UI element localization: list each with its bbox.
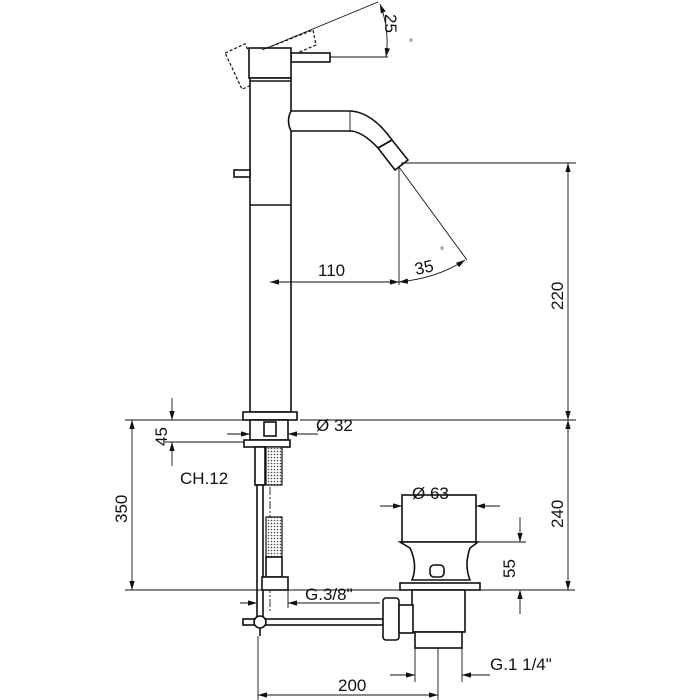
lever-angle-label: 25 <box>381 14 400 33</box>
clamp-knob <box>382 597 400 641</box>
spout-angle-unit: ° <box>440 246 444 257</box>
dimension-lines <box>125 1 576 700</box>
spout-height-label: 220 <box>548 282 567 310</box>
wrench-size-label: CH.12 <box>180 469 228 488</box>
side-pin <box>233 169 251 178</box>
spout-reach-label: 110 <box>318 261 345 280</box>
pivot <box>253 615 267 629</box>
drain-height-label: 55 <box>500 559 519 578</box>
rod-distance-label: 200 <box>338 676 366 695</box>
drain-diameter-label: Ø 63 <box>412 484 449 503</box>
body-tube <box>249 77 292 413</box>
spout-angle-label: 35 <box>413 256 435 279</box>
body-diameter-label: Ø 32 <box>316 416 353 435</box>
handle-cap <box>248 47 292 79</box>
mount-thickness-label: 45 <box>152 427 171 446</box>
drain <box>382 494 481 649</box>
below-counter-label: 240 <box>548 500 567 528</box>
drain-thread-label: G.1 1/4" <box>490 655 552 674</box>
lever-handle <box>290 52 331 63</box>
flex-length-label: 350 <box>112 495 131 523</box>
spout <box>287 110 394 150</box>
faucet-body <box>224 29 410 636</box>
inlet-thread-label: G.3/8" <box>305 585 353 604</box>
lever-angle-unit: ° <box>409 38 413 49</box>
